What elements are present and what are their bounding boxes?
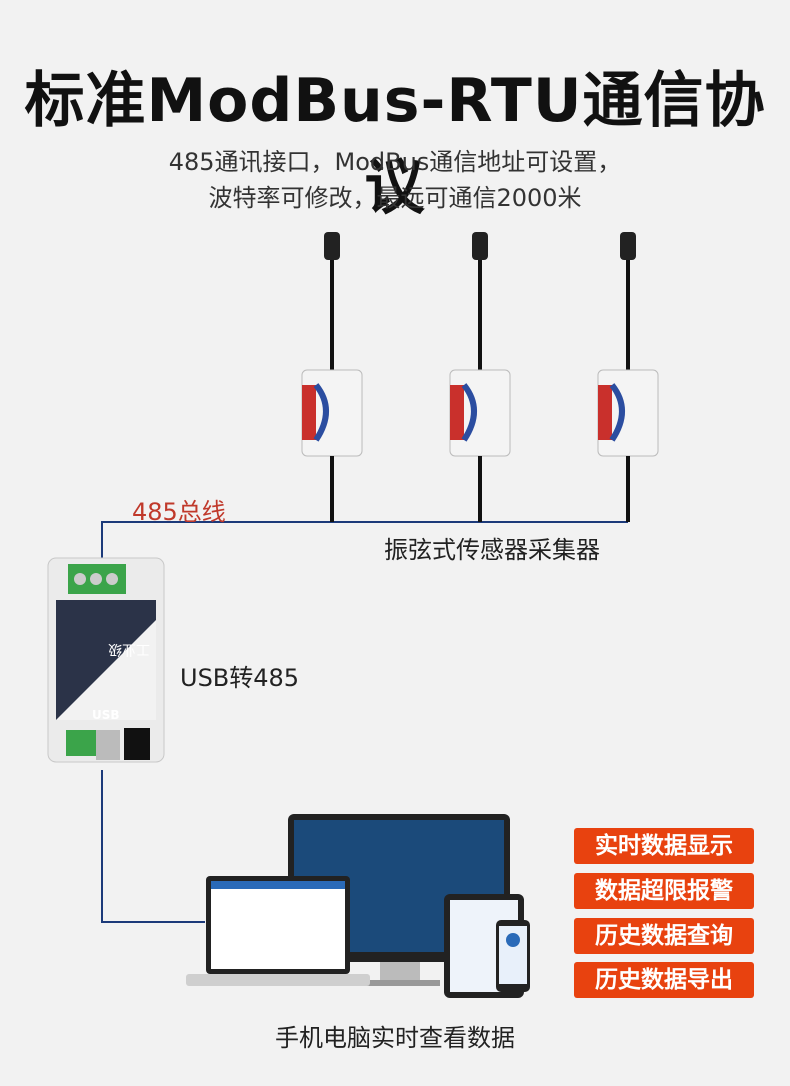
- feature-tag-alarm: 数据超限报警: [574, 873, 754, 909]
- collector-label: 振弦式传感器采集器: [384, 536, 600, 564]
- bottom-caption: 手机电脑实时查看数据: [275, 1024, 515, 1052]
- sensor-collector-1: [301, 232, 363, 522]
- bus-wiring: [101, 521, 628, 923]
- feature-tag-history-query: 历史数据查询: [574, 918, 754, 954]
- smartphone: [496, 920, 530, 992]
- subtitle-line-2: 波特率可修改，最远可通信2000米: [208, 184, 582, 212]
- subtitle-line-1: 485通讯接口，ModBus通信地址可设置，: [168, 148, 622, 176]
- feature-tag-realtime: 实时数据显示: [574, 828, 754, 864]
- bus-label: 485总线: [132, 498, 226, 526]
- display-devices: [186, 814, 530, 998]
- usb-485-converter: [47, 557, 165, 763]
- page-title: 标准ModBus-RTU通信协议: [24, 66, 766, 223]
- feature-tag-history-export: 历史数据导出: [574, 962, 754, 998]
- converter-usb-text: USB: [92, 708, 120, 722]
- converter-brand: 工业级: [108, 641, 150, 657]
- sensor-collector-3: [597, 232, 659, 522]
- sensor-collector-2: [449, 232, 511, 522]
- converter-label: USB转485: [180, 664, 300, 692]
- laptop: [186, 876, 370, 986]
